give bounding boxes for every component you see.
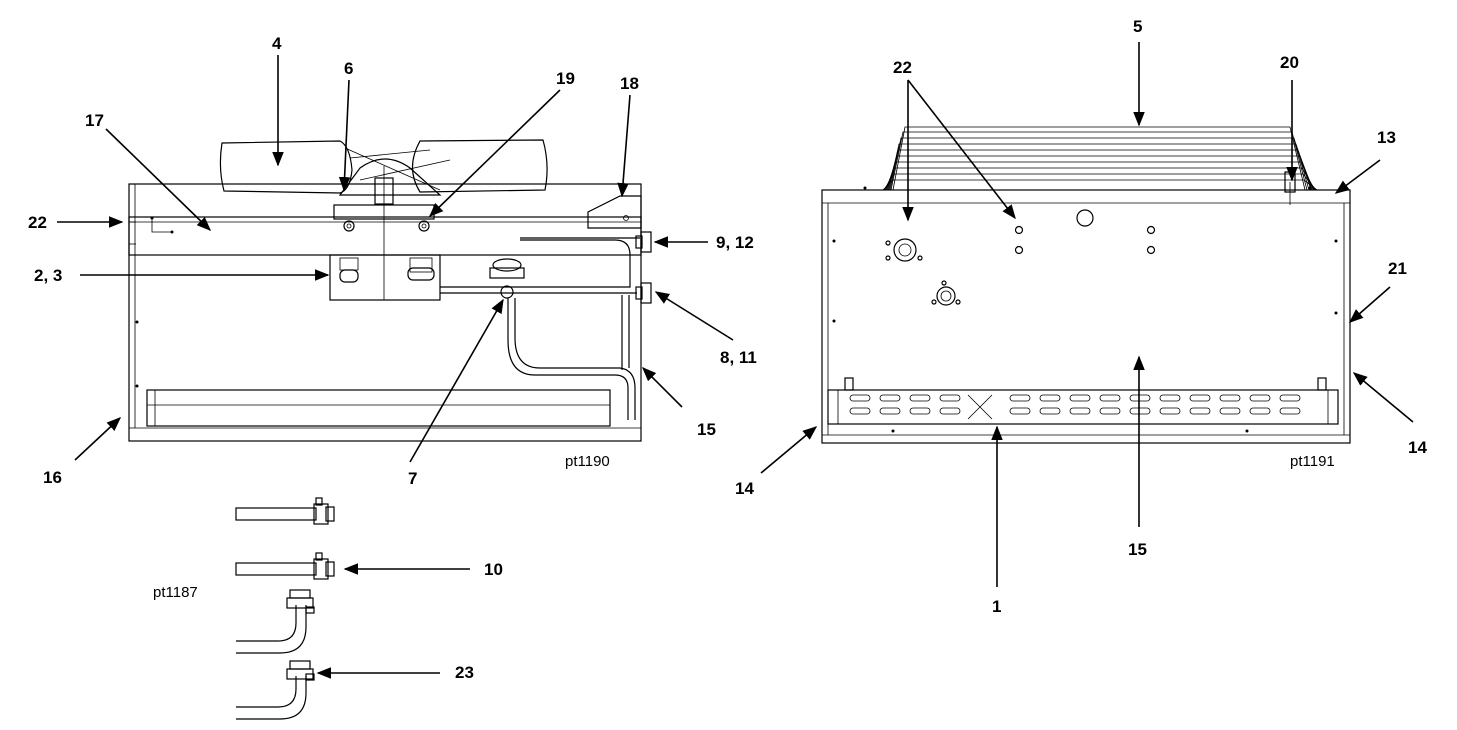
callout-18: 18 [620,74,639,93]
fan-blade [219,140,353,194]
figure-id-left: pt1190 [565,453,610,470]
piping [440,239,631,288]
callout-14-right: 14 [1408,438,1427,457]
left-view-leaders [57,55,734,463]
callout-2-3: 2, 3 [34,266,62,285]
callout-6: 6 [344,59,353,78]
callout-15-left: 15 [697,420,716,439]
callout-1: 1 [992,597,1001,616]
left-cabinet-outline [128,183,642,442]
motor [329,254,441,301]
callout-14-left: 14 [735,479,754,498]
rail [128,216,642,256]
callout-19: 19 [556,69,575,88]
callout-9-12: 9, 12 [716,233,754,252]
coil-fins [882,126,1318,191]
figure-id-right: pt1191 [1290,453,1335,470]
right-unit-view [821,126,1351,444]
accessory-leaders [316,563,470,679]
accessory-parts [235,497,335,720]
callout-15-right: 15 [1128,540,1147,559]
union-9-12 [640,231,652,253]
callout-10: 10 [484,560,503,579]
callout-16: 16 [43,468,62,487]
callout-8-11: 8, 11 [720,348,757,367]
callout-20: 20 [1280,53,1299,72]
bracket-18 [587,195,642,229]
control-valve [492,258,522,272]
callout-21: 21 [1388,259,1407,278]
callout-5: 5 [1133,17,1142,36]
right-view-leaders [760,42,1414,587]
callout-22-right: 22 [893,58,912,77]
callout-labels: 4 6 19 18 17 22 2, 3 9, 12 8, 11 15 7 16… [28,17,1427,682]
left-unit-view [128,139,652,442]
callout-23: 23 [455,663,474,682]
callout-4: 4 [272,34,282,53]
right-cabinet-outline [821,189,1351,444]
drain-pan [146,389,611,427]
callout-7: 7 [408,469,417,488]
figure-id-accessories: pt1187 [153,584,198,601]
return-grille [827,377,1339,425]
callout-22-left: 22 [28,213,47,232]
callout-17: 17 [85,111,104,130]
union-8-11 [640,282,652,304]
callout-13: 13 [1377,128,1396,147]
